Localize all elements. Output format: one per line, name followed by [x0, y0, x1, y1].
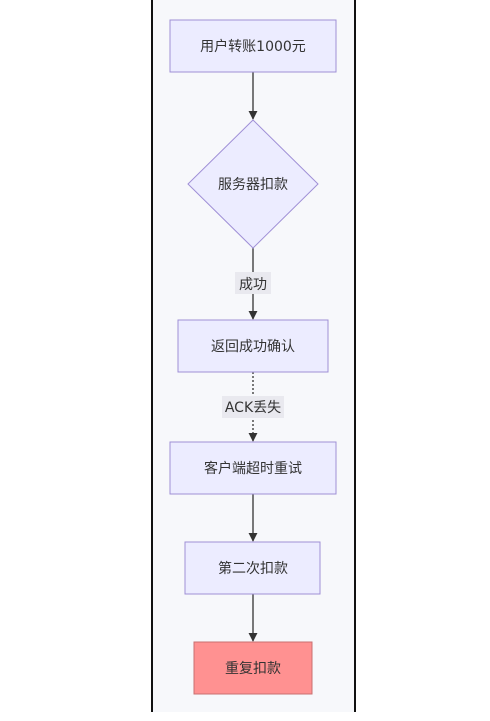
node-transfer: 用户转账1000元	[169, 19, 337, 73]
node-return-confirm-label: 返回成功确认	[211, 339, 295, 355]
node-duplicate-debit: 重复扣款	[193, 641, 313, 695]
node-return-confirm: 返回成功确认	[177, 319, 329, 373]
edge-label-success-text: 成功	[239, 277, 267, 293]
node-transfer-label: 用户转账1000元	[200, 38, 306, 55]
node-duplicate-debit-label: 重复扣款	[225, 660, 281, 677]
node-second-debit-label: 第二次扣款	[218, 560, 288, 577]
node-client-retry: 客户端超时重试	[169, 441, 337, 495]
edge-label-ack-lost: ACK丢失	[222, 396, 284, 418]
edge-label-success: 成功	[235, 272, 271, 294]
node-second-debit: 第二次扣款	[184, 541, 321, 595]
edge-label-ack-lost-text: ACK丢失	[225, 400, 281, 416]
node-client-retry-label: 客户端超时重试	[204, 460, 302, 477]
node-server-debit: 服务器扣款	[187, 119, 319, 249]
node-server-debit-label: 服务器扣款	[218, 177, 288, 193]
